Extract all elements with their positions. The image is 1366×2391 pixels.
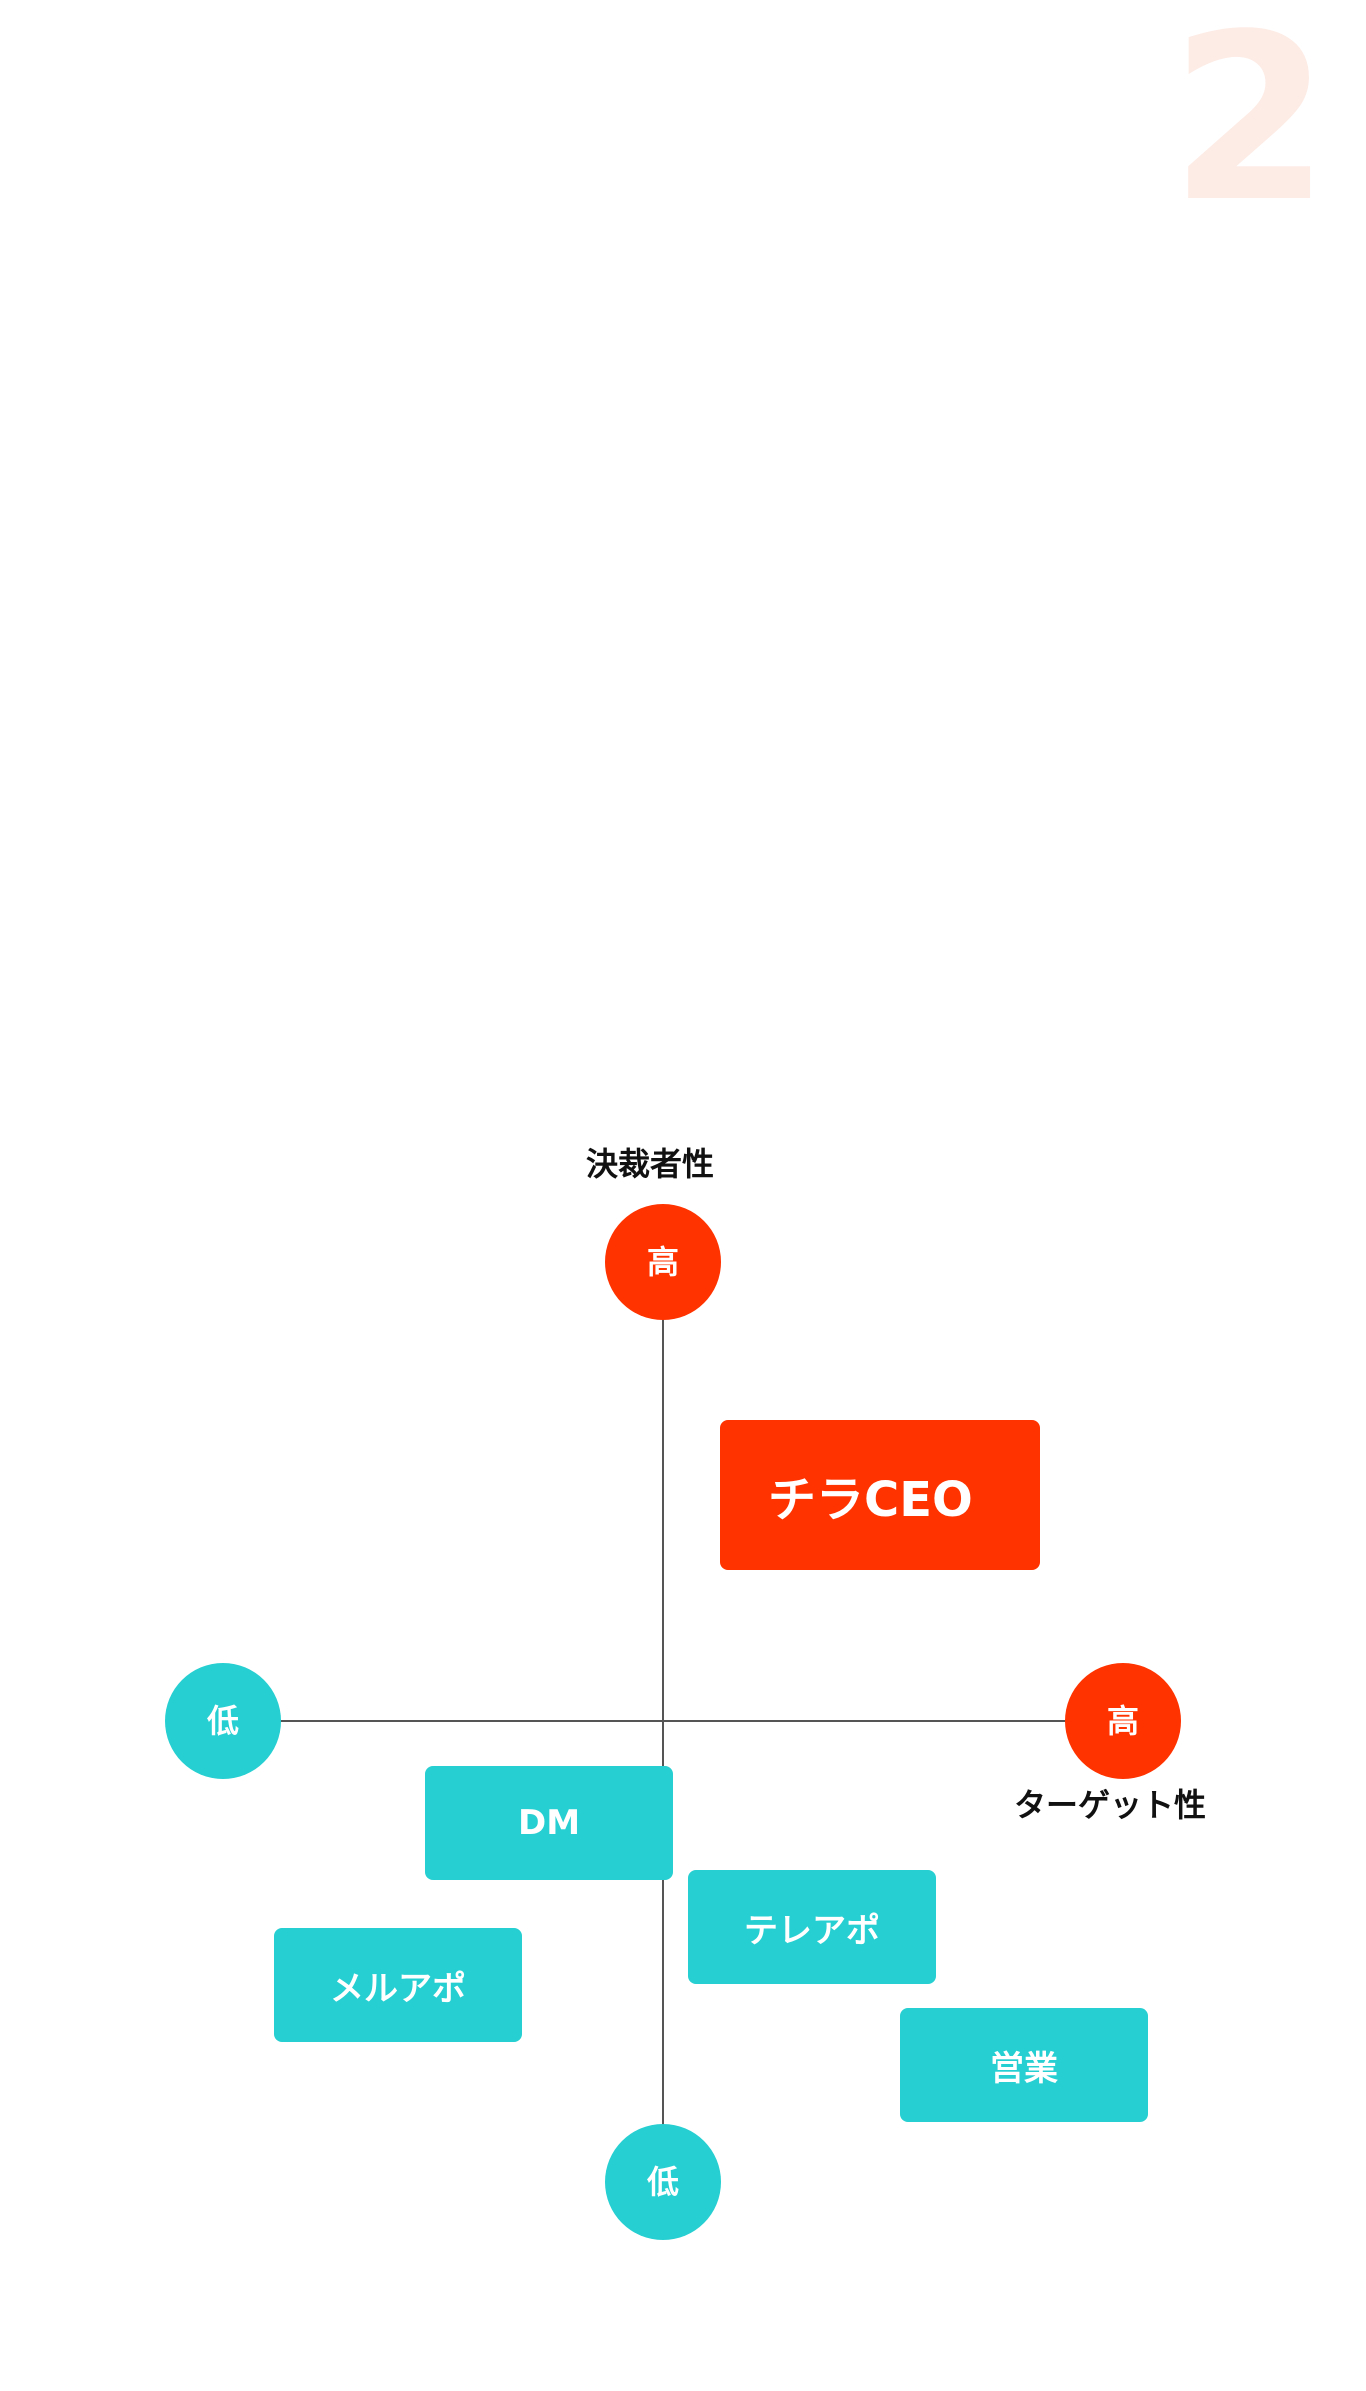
vertical-axis-high-marker: 高 xyxy=(605,1204,721,1320)
item-dm: DM xyxy=(425,1766,673,1880)
horizontal-axis-low-marker: 低 xyxy=(165,1663,281,1779)
vertical-axis-title: 決裁者性 xyxy=(585,1145,714,1183)
horizontal-axis-line xyxy=(223,1720,1123,1722)
item-mailapo: メルアポ xyxy=(274,1928,522,2042)
item-chira-ceo: チラCEO xyxy=(720,1420,1040,1570)
page-number: 2 xyxy=(1170,0,1331,253)
item-sales: 営業 xyxy=(900,2008,1148,2122)
vertical-axis-line xyxy=(662,1262,664,2184)
horizontal-axis-high-marker: 高 xyxy=(1065,1663,1181,1779)
vertical-axis-low-marker: 低 xyxy=(605,2124,721,2240)
item-teleapo: テレアポ xyxy=(688,1870,936,1984)
horizontal-axis-title: ターゲット性 xyxy=(1013,1786,1206,1824)
